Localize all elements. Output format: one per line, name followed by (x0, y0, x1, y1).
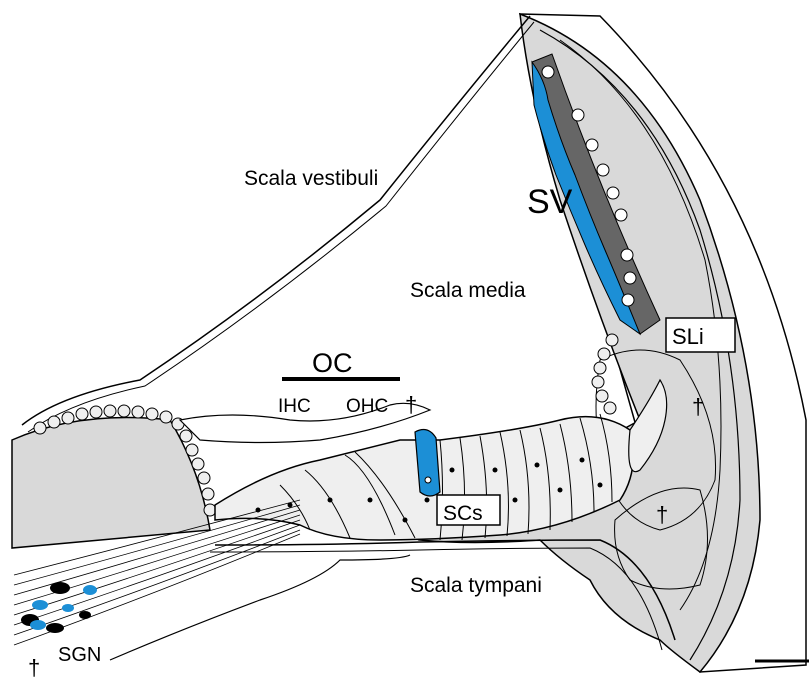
label-scs: SCs (443, 502, 483, 525)
reissners-membrane-inner (28, 22, 534, 432)
label-scala-media: Scala media (410, 279, 526, 302)
label-sgn: SGN (58, 644, 101, 666)
label-sv: SV (527, 183, 573, 221)
label-scala-vestibuli: Scala vestibuli (244, 167, 378, 190)
dagger-ligament-upper: † (692, 394, 704, 419)
dagger-sgn: † (28, 655, 40, 680)
label-sli: SLi (672, 324, 704, 349)
reissners-membrane (22, 16, 530, 425)
label-scala-tympani: Scala tympani (410, 574, 542, 597)
label-ohc: OHC (346, 396, 388, 417)
ohc-nucleus (425, 477, 431, 483)
label-ihc: IHC (278, 396, 311, 417)
dagger-ohc: † (405, 392, 417, 417)
dagger-ligament-lower: † (656, 502, 668, 527)
label-oc: OC (312, 348, 353, 378)
osseous-lining (110, 555, 410, 660)
